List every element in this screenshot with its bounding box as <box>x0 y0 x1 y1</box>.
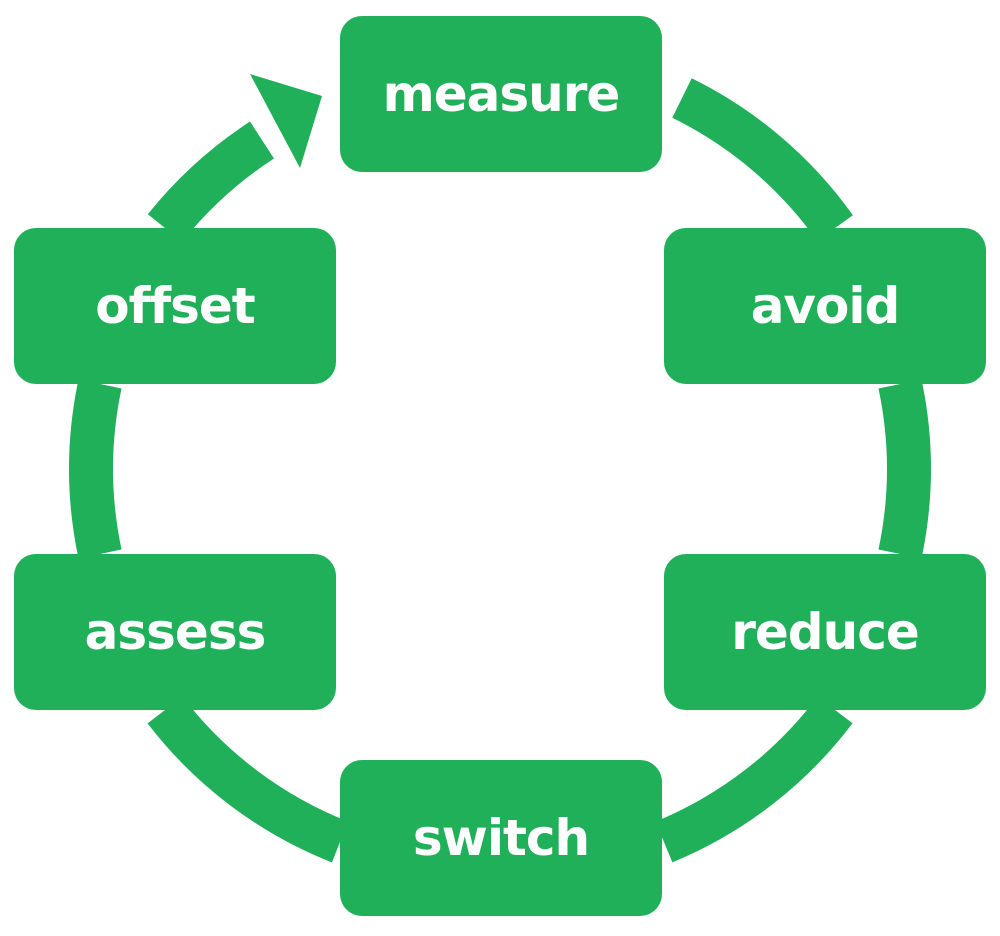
cycle-ring <box>69 78 931 863</box>
step-measure-box: measure <box>340 16 662 172</box>
step-avoid-label: avoid <box>750 277 901 335</box>
step-avoid-box: avoid <box>664 228 986 384</box>
step-reduce-box: reduce <box>664 554 986 710</box>
cycle-arrowhead-icon <box>250 74 322 168</box>
step-assess-box: assess <box>14 554 336 710</box>
step-measure-label: measure <box>382 65 621 123</box>
step-reduce-label: reduce <box>731 603 920 661</box>
step-offset-box: offset <box>14 228 336 384</box>
ring-segment-reduce-switch <box>655 696 853 863</box>
ring-segment-switch-assess <box>147 696 349 863</box>
ring-segment-avoid-reduce <box>878 379 931 559</box>
step-switch-label: switch <box>412 809 590 867</box>
step-switch-box: switch <box>340 760 662 916</box>
ring-segment-offset-measure <box>147 121 275 242</box>
ring-segment-assess-offset <box>69 379 122 559</box>
step-offset-label: offset <box>95 277 255 335</box>
ring-segment-measure-avoid <box>672 78 853 241</box>
step-assess-label: assess <box>84 603 267 661</box>
